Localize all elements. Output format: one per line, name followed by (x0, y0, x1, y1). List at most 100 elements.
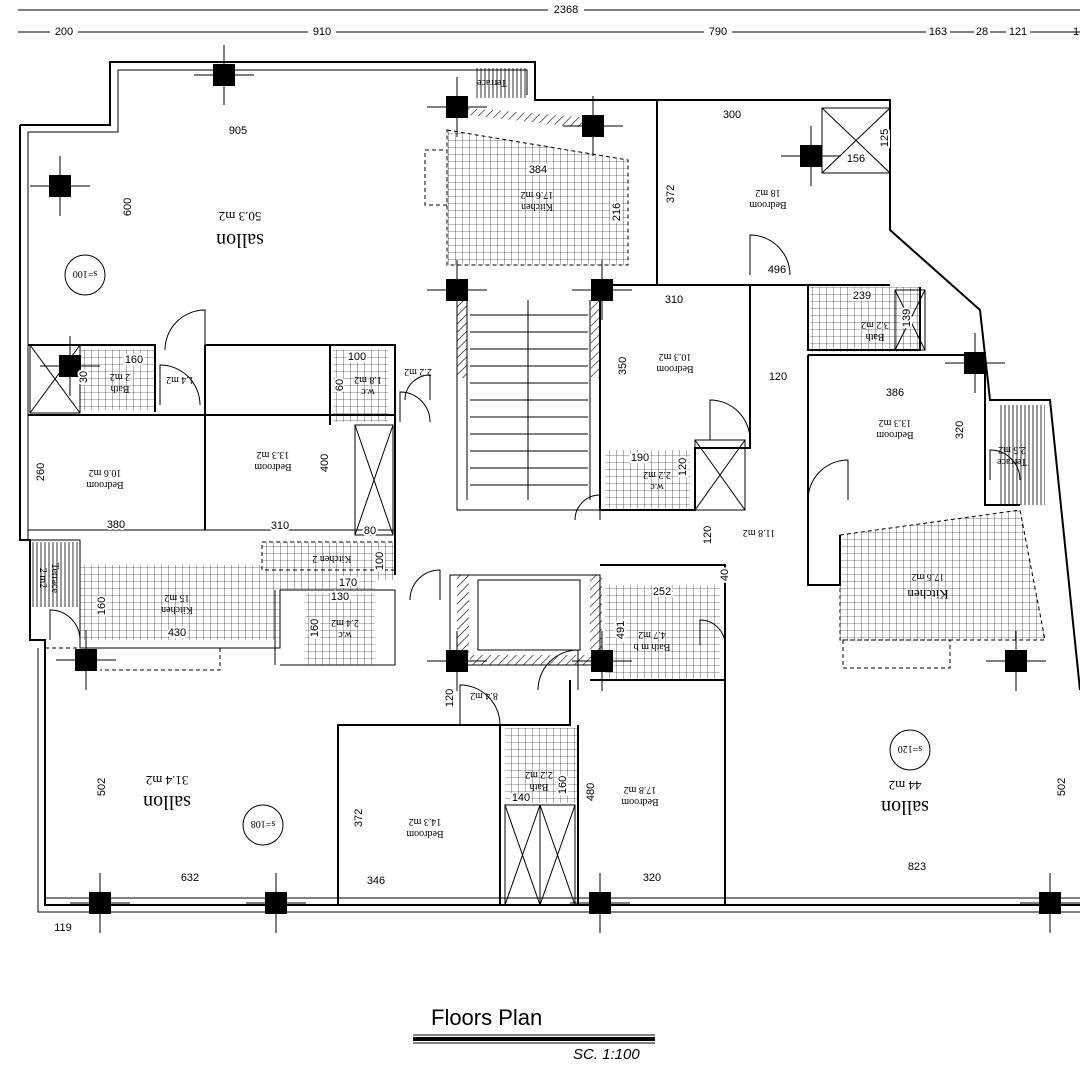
interior-wall (28, 529, 396, 666)
dim-seg: 200 (55, 26, 73, 38)
column-axis (194, 45, 254, 105)
dim-seg: 1 (1073, 26, 1079, 38)
column-axis (781, 126, 841, 186)
room-area: 2 m2 (110, 371, 130, 382)
interior-dimensions: 905 384 300 156 496 310 120 239 386 160 … (33, 107, 1070, 936)
door-swing (537, 649, 579, 691)
column-axis (427, 631, 487, 691)
room-name: Terrace (49, 563, 60, 593)
interior-wall (28, 344, 396, 575)
room-area: 10.6 m2 (89, 467, 122, 478)
room-terrace-top: Terrace (477, 77, 507, 88)
room-bath-right: Bath 3.2 m2 (861, 319, 889, 342)
door-swing (404, 374, 431, 401)
room-name: Bedroom (406, 828, 443, 839)
room-area: 13.3 m2 (879, 417, 912, 428)
room-area: 31.4 m2 (146, 773, 189, 788)
room-hall-8-4: 8.4 m2 (470, 690, 498, 701)
room-area: 17.8 m2 (624, 784, 657, 795)
dim-label: 491 (615, 621, 627, 639)
dim-label: 170 (339, 577, 357, 589)
dim-label: 300 (723, 109, 741, 121)
column-axis (70, 873, 130, 933)
door-swing (699, 619, 726, 646)
room-name: Bedroom (86, 479, 123, 490)
area-badge-circle (889, 729, 931, 771)
dim-label: 496 (768, 264, 786, 276)
dim-label: 400 (319, 454, 331, 472)
outer-wall-outer (37, 648, 1080, 913)
door-swing (749, 234, 791, 276)
room-area: 2.2 m2 (525, 769, 553, 780)
column-axis (427, 77, 487, 137)
room-wc-1-8: w.c 1.8 m2 (354, 374, 382, 397)
closet (694, 439, 746, 511)
room-kitchen-right: Kitchen 17.6 m2 (907, 571, 949, 602)
dim-label: 480 (585, 783, 597, 801)
dim-label: 384 (529, 164, 547, 176)
room-name: Bedroom (749, 199, 786, 210)
interior-wall (807, 285, 1020, 586)
door-swing (989, 449, 1021, 481)
room-bedroom-10-6: Bedroom 10.6 m2 (86, 467, 123, 490)
room-name: Bath (866, 331, 885, 342)
door-swing (574, 494, 601, 521)
column-axis (1020, 873, 1080, 933)
column-axis (246, 873, 306, 933)
dim-label: 30 (78, 371, 90, 383)
room-bedroom-10-3: Bedroom 10.3 m2 (656, 351, 693, 374)
room-bedroom-14-3: Bedroom 14.3 m2 (406, 816, 443, 839)
closet (539, 804, 576, 906)
dim-label: 80 (364, 525, 376, 537)
door-swing (49, 609, 81, 641)
room-hall-1-4: 1.4 m2 (166, 374, 194, 385)
dim-label: 160 (309, 619, 321, 637)
dim-label: 120 (702, 526, 714, 544)
structural-columns (30, 45, 1080, 933)
area-badge: s=120 (898, 743, 923, 754)
dim-label: 632 (181, 872, 199, 884)
dim-label: 386 (886, 387, 904, 399)
room-sallon-left: sallon 31.4 m2 (143, 773, 191, 813)
room-area: 13.3 m2 (257, 449, 290, 460)
column-axis (986, 631, 1046, 691)
dim-label: 372 (665, 185, 677, 203)
tiled-floors (30, 68, 1046, 803)
dim-total: 2368 (554, 4, 578, 16)
door-swing (409, 569, 441, 601)
dim-label: 905 (229, 125, 247, 137)
dim-label: 320 (643, 872, 661, 884)
room-terrace-left: Terrace 2 m2 (37, 563, 60, 593)
room-bedroom-13-3-left: Bedroom 13.3 m2 (254, 449, 291, 472)
interior-wall (337, 564, 726, 905)
walls (19, 61, 1080, 913)
dim-label: 600 (122, 198, 134, 216)
plan-scale: SC. 1:100 (573, 1046, 640, 1063)
dim-label: 430 (168, 627, 186, 639)
dim-label: 350 (617, 357, 629, 375)
dim-label: 160 (557, 776, 569, 794)
closet (354, 424, 394, 536)
outer-wall-inner (27, 69, 528, 540)
room-name: w.c (361, 386, 375, 397)
dim-label: 252 (653, 586, 671, 598)
closet (504, 804, 541, 906)
dim-label: 320 (954, 421, 966, 439)
area-badge-circle (242, 804, 284, 846)
column-axis (40, 336, 100, 396)
column-axis (572, 631, 632, 691)
dim-seg: 910 (313, 26, 331, 38)
room-bath-left: Bath 2 m2 (110, 371, 130, 394)
dim-label: 160 (96, 597, 108, 615)
room-area: 15 m2 (164, 592, 189, 603)
room-name: Kitchen (907, 587, 949, 602)
dim-label: 120 (769, 371, 787, 383)
room-name: Bedroom (621, 796, 658, 807)
dim-label: 160 (125, 354, 143, 366)
door-swing (164, 309, 206, 351)
room-area: 2.5 m2 (998, 444, 1026, 455)
dim-label: 120 (677, 458, 689, 476)
dim-label: 380 (107, 519, 125, 531)
room-name: sallon (143, 791, 191, 813)
dim-label: 260 (35, 463, 47, 481)
